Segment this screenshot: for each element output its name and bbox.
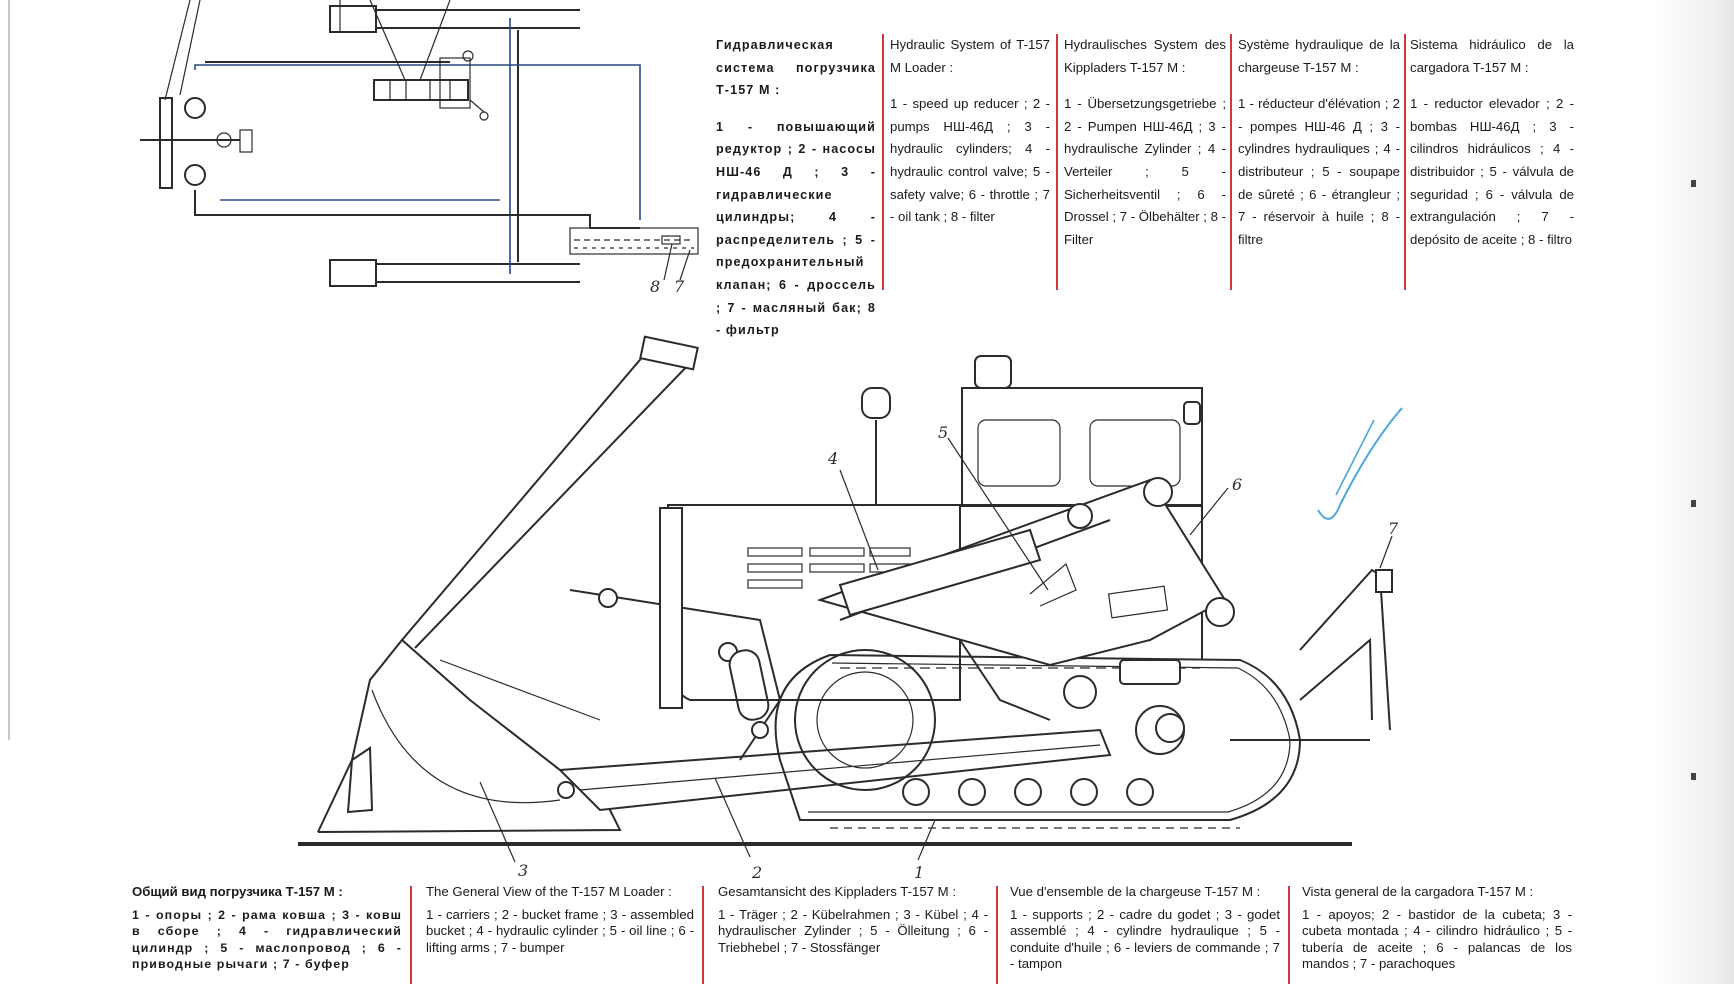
handwritten-mark (1335, 419, 1375, 496)
page-right-margin (1654, 0, 1734, 984)
loader-callout-5: 5 (938, 423, 948, 442)
top-cylinder (329, 5, 377, 33)
filter (661, 235, 681, 245)
hydraulic-title-de: Hydraulisches System des Kippladers T-15… (1064, 37, 1226, 75)
column-separator (1288, 886, 1290, 984)
general-view-title-es: Vista general de la cargadora T-157 M : (1302, 884, 1534, 899)
column-separator (996, 886, 998, 984)
margin-dot (1691, 180, 1696, 187)
radiator (659, 507, 683, 709)
hydraulic-legend-en: Hydraulic System of T-157 M Loader : 1 -… (890, 34, 1050, 298)
general-view-items-en: 1 - carriers ; 2 - bucket frame ; 3 - as… (426, 906, 694, 955)
loader-callout-2: 2 (751, 863, 762, 882)
loader-callout-7: 7 (1388, 519, 1399, 538)
general-view-items-ru: 1 - опоры ; 2 - рама ковша ; 3 - ковш в … (132, 907, 402, 972)
hydraulic-cylinder-4 (838, 528, 1042, 617)
loader-callout-6: 6 (1232, 475, 1242, 494)
hydraulic-title-ru: Гидравлическая система погрузчика Т-157 … (716, 38, 876, 98)
schematic-callout-7: 7 (674, 277, 685, 296)
lift-arm-assembly (816, 477, 1235, 743)
oil-tank (569, 227, 699, 255)
general-view-items-de: 1 - Träger ; 2 - Kübelrahmen ; 3 - Kübel… (718, 906, 988, 955)
rear-bumper (1230, 568, 1393, 741)
hydraulic-items-en: 1 - speed up reducer ; 2 - pumps НШ-46Д … (890, 96, 1050, 225)
hydraulic-title-es: Sistema hidráulico de la cargadora T-157… (1410, 37, 1574, 75)
page-left-edge (8, 0, 10, 740)
hydraulic-title-fr: Système hydraulique de la chargeuse T-15… (1238, 37, 1400, 75)
pumps-block (373, 79, 469, 101)
general-view-legend-ru: Общий вид погрузчика Т-157 М : 1 - опоры… (132, 884, 402, 984)
hydraulic-legend-de: Hydraulisches System des Kippladers T-15… (1064, 34, 1226, 298)
hydraulic-legend-es: Sistema hidráulico de la cargadora T-157… (1410, 34, 1574, 298)
sprocket-wheel (794, 649, 936, 791)
column-separator (410, 886, 412, 984)
general-view-legend-fr: Vue d'ensemble de la chargeuse T-157 M :… (1010, 884, 1280, 984)
general-view-legend-en: The General View of the T-157 M Loader :… (426, 884, 694, 984)
bucket (317, 335, 699, 833)
column-separator (1056, 34, 1058, 290)
hydraulic-items-de: 1 - Übersetzungsgetriebe ; 2 - Pumpen НШ… (1064, 96, 1226, 247)
loader-callout-1: 1 (914, 863, 924, 882)
hydraulic-items-ru: 1 - повышающий редуктор ; 2 - насосы НШ-… (716, 119, 876, 338)
column-separator (882, 34, 884, 290)
general-view-title-fr: Vue d'ensemble de la chargeuse T-157 M : (1010, 884, 1261, 899)
general-view-title-en: The General View of the T-157 M Loader : (426, 884, 672, 899)
general-view-title-ru: Общий вид погрузчика Т-157 М : (132, 884, 343, 899)
bucket-frame (557, 588, 1112, 812)
general-view-legend-de: Gesamtansicht des Kippladers T-157 M : 1… (718, 884, 988, 984)
general-view-title-de: Gesamtansicht des Kippladers T-157 M : (718, 884, 956, 899)
hydraulic-schematic: 8 7 (140, 0, 699, 296)
hydraulic-items-es: 1 - reductor elevador ; 2 - bombas НШ-46… (1410, 96, 1574, 247)
schematic-callout-8: 8 (650, 277, 660, 296)
bumper (1375, 569, 1393, 593)
hydraulic-legend-ru: Гидравлическая система погрузчика Т-157 … (716, 34, 876, 337)
bottom-cylinder (329, 259, 377, 287)
general-view-items-fr: 1 - supports ; 2 - cadre du godet ; 3 - … (1010, 906, 1280, 972)
reducer (159, 97, 173, 189)
loader-callout-3: 3 (518, 861, 528, 880)
general-view-legend-es: Vista general de la cargadora T-157 M : … (1302, 884, 1572, 984)
loader-general-view: 1 2 3 4 5 6 7 (298, 335, 1403, 882)
hydraulic-legend-fr: Système hydraulique de la chargeuse T-15… (1238, 34, 1400, 298)
column-separator (1404, 34, 1406, 290)
column-separator (1230, 34, 1232, 290)
column-separator (702, 886, 704, 984)
loader-callout-4: 4 (827, 449, 838, 468)
margin-dot (1691, 773, 1696, 780)
hydraulic-items-fr: 1 - réducteur d'élévation ; 2 - pompes Н… (1238, 96, 1400, 247)
cab-window (977, 419, 1061, 487)
handwritten-mark (1317, 407, 1403, 520)
margin-dot (1691, 500, 1696, 507)
hydraulic-title-en: Hydraulic System of T-157 M Loader : (890, 37, 1050, 75)
general-view-items-es: 1 - apoyos; 2 - bastidor de la cubeta; 3… (1302, 906, 1572, 972)
